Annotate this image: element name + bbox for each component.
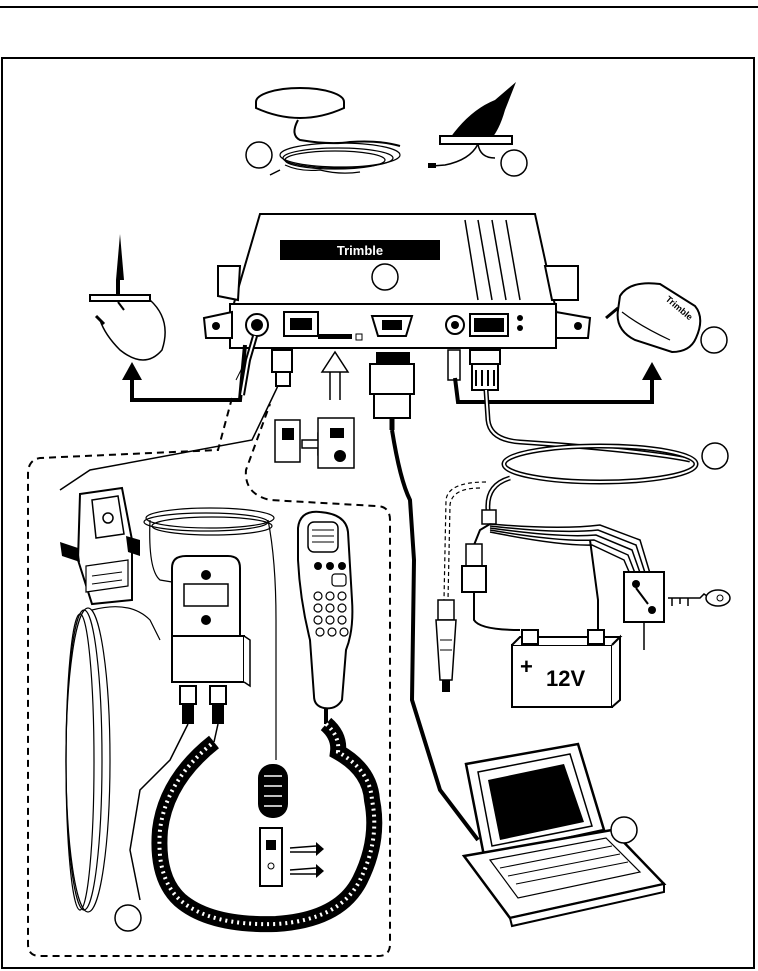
callout-circle-laptop <box>611 817 637 843</box>
microphone <box>258 764 288 818</box>
battery-plus-sign: + <box>520 654 533 679</box>
sim-insert-arrow <box>322 352 348 372</box>
arrow-head-right <box>642 362 662 380</box>
brand-label: Trimble <box>337 243 383 258</box>
front-ports <box>246 312 523 340</box>
callout-circle-puck <box>246 142 272 168</box>
handset <box>298 512 352 724</box>
mic-clip <box>260 828 324 886</box>
arrow-whip-connection <box>132 345 245 400</box>
puck-antenna <box>256 88 400 175</box>
callout-circle-fin <box>501 150 527 176</box>
sim-card <box>275 418 354 468</box>
callout-circle-power <box>702 443 728 469</box>
serial-cable <box>370 352 478 840</box>
callout-circle-handset-kit <box>115 905 141 931</box>
ignition-switch <box>624 572 664 650</box>
handset-curly-cord <box>159 724 374 924</box>
callout-circle-unit <box>372 264 398 290</box>
handset-control-box <box>130 556 250 900</box>
whip-antenna <box>90 234 165 360</box>
handset-long-cable <box>66 607 160 912</box>
arrow-head-left <box>122 362 142 380</box>
key-icon <box>668 590 730 606</box>
battery-voltage-label: 12V <box>546 666 585 691</box>
handset-cradle <box>60 488 140 604</box>
callout-circle-gps <box>701 327 727 353</box>
